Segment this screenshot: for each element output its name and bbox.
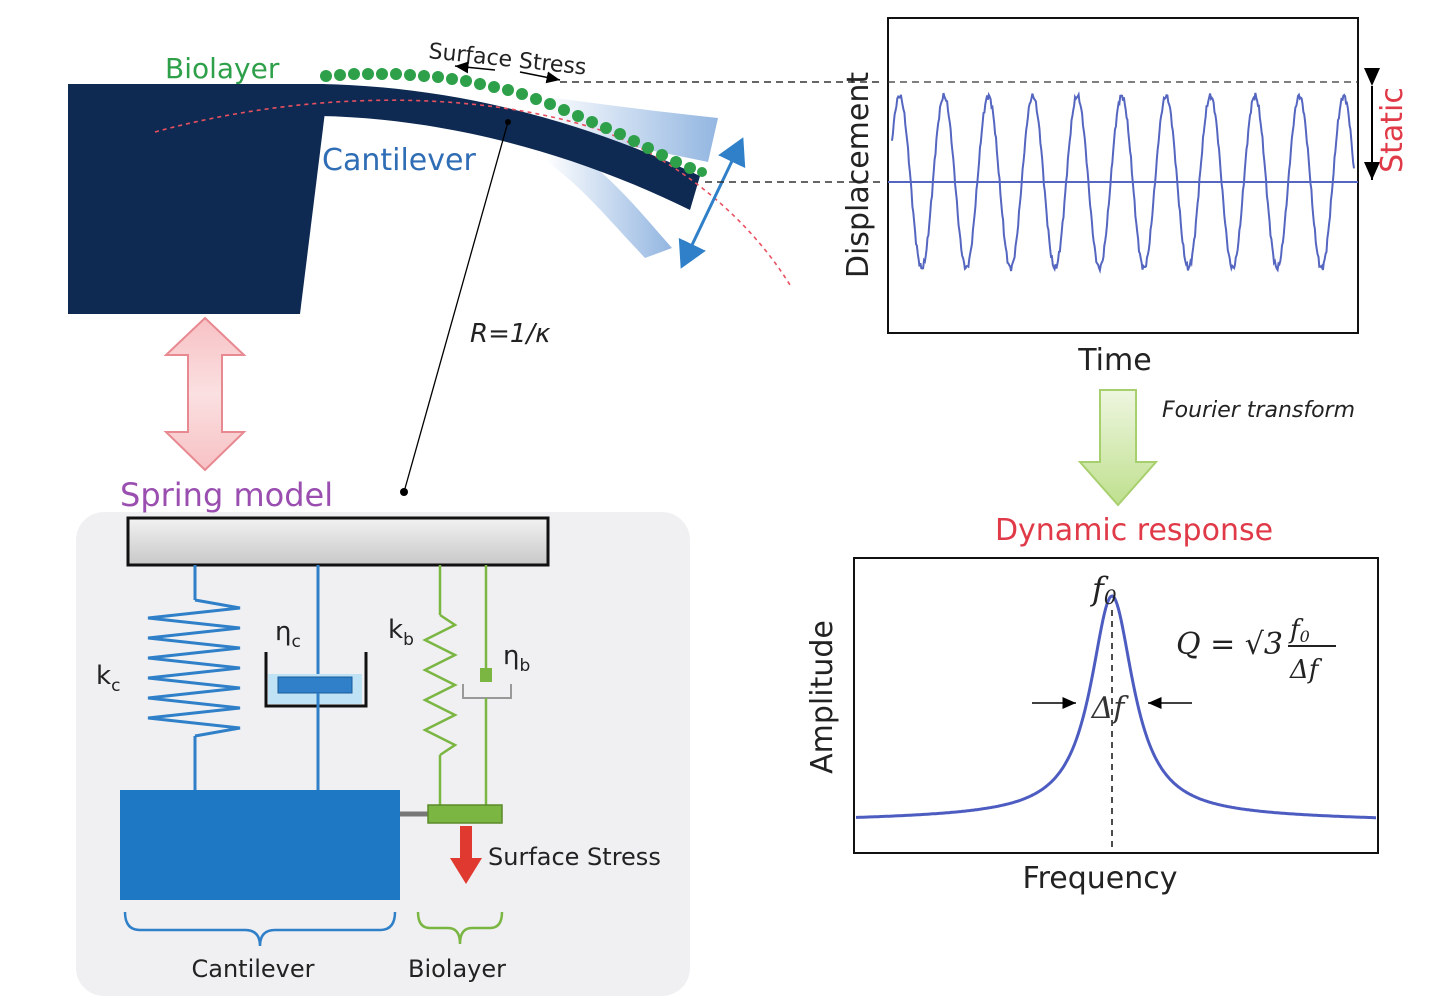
- frequency-plot-frame: [853, 557, 1379, 854]
- static-label: Static: [1375, 87, 1410, 173]
- dynamic-response-title: Dynamic response: [995, 513, 1273, 548]
- cantilever-bracket-label: Cantilever: [191, 955, 314, 983]
- spring-kb: [422, 565, 458, 805]
- radius-line: [403, 121, 509, 493]
- time-plot-frame: [887, 17, 1359, 334]
- width-label: Δf: [1091, 691, 1130, 726]
- time-plot: Displacement Time Static: [841, 17, 1410, 378]
- deflection-arrow: [678, 137, 746, 269]
- kc-label: kc: [96, 661, 120, 696]
- radius-center-dot: [400, 488, 408, 496]
- spring-kc: [147, 565, 241, 790]
- spring-model: Spring model kc ηc kb: [76, 476, 690, 996]
- amplitude-label: Amplitude: [805, 620, 840, 774]
- fourier-label: Fourier transform: [1162, 398, 1355, 423]
- biolayer-bracket: [416, 911, 504, 945]
- cantilever-illustration: Biolayer Surface Stress Cantilever R=1/κ: [68, 39, 880, 496]
- kb-label: kb: [388, 615, 414, 650]
- surface-stress-arrow: [454, 61, 496, 74]
- cantilever-mass: [120, 790, 400, 900]
- spring-model-panel: [76, 512, 690, 996]
- cantilever-ghost-upper: [540, 96, 718, 162]
- biolayer-bracket-label: Biolayer: [408, 955, 506, 983]
- cantilever-base: [68, 84, 325, 314]
- dashpot-etac: [264, 565, 368, 790]
- cantilever-beam: [320, 84, 700, 210]
- radius-label: R=1/κ: [470, 319, 551, 349]
- etac-label: ηc: [275, 617, 301, 652]
- dashpot-etab: [462, 565, 512, 805]
- spring-model-title: Spring model: [120, 476, 333, 514]
- fixed-support-bar: [126, 516, 550, 567]
- frequency-label: Frequency: [1023, 861, 1178, 896]
- q-factor-formula: Q = √3 f0 Δf: [1176, 615, 1336, 685]
- coupling-arrow: [163, 316, 247, 472]
- surface-stress-force-arrow: [450, 826, 482, 884]
- q-lhs: Q = √3: [1176, 627, 1283, 662]
- amplitude-curve: [856, 594, 1376, 820]
- fourier-arrow: [1077, 389, 1159, 507]
- radius-end-dot: [505, 119, 511, 125]
- displacement-label: Displacement: [841, 72, 876, 278]
- biolayer-label: Biolayer: [165, 52, 280, 85]
- displacement-signal: [891, 91, 1355, 275]
- spring-surface-stress-label: Surface Stress: [488, 843, 661, 871]
- surface-stress-arrow-right: [519, 71, 561, 84]
- frequency-plot: Dynamic response f0 Δf Q = √3 f0 Δf Ampl…: [805, 513, 1379, 896]
- cantilever-ghost-lower: [545, 140, 672, 258]
- time-label: Time: [1077, 343, 1151, 378]
- etab-label: ηb: [503, 641, 530, 676]
- q-denominator: Δf: [1289, 655, 1323, 685]
- biolayer-plate: [427, 804, 503, 824]
- cantilever-bracket: [123, 911, 397, 947]
- cantilever-label: Cantilever: [322, 143, 476, 178]
